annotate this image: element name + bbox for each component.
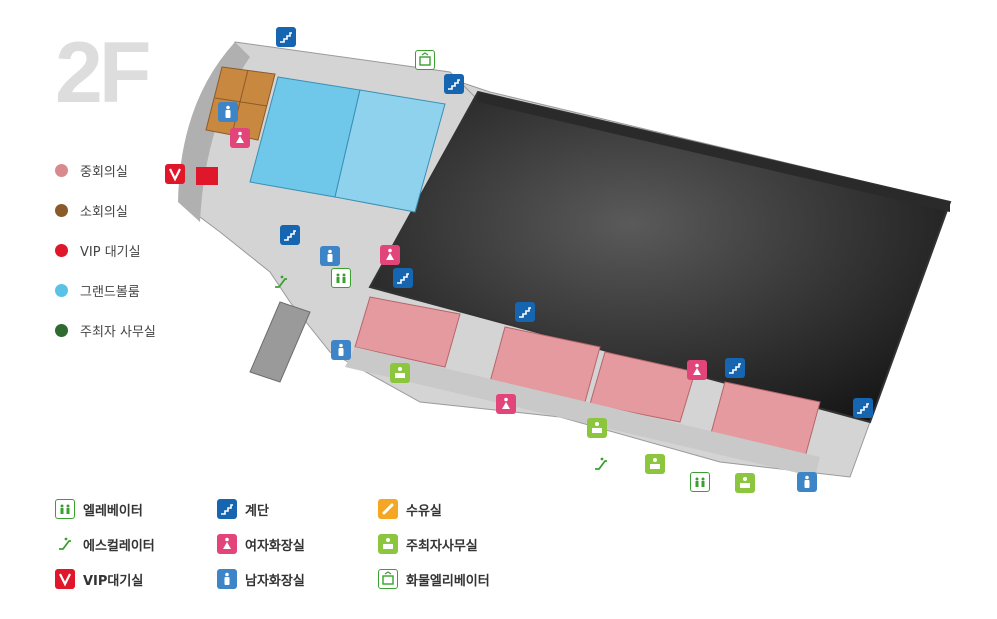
legend-label: 엘레베이터 [83,503,143,519]
legend-freight: 화물엘리베이터 [378,568,490,590]
escalator-icon [271,272,291,292]
men-restroom-icon [320,246,340,266]
organizer-office-icon [378,534,398,554]
women-restroom-icon [496,394,516,414]
meeting-room-3 [589,351,696,423]
legend-men: 남자화장실 [217,568,305,590]
freight-elevator-icon [378,569,398,589]
stairs-icon [444,74,464,94]
medium-meeting-dot [55,163,68,177]
women-restroom-icon [230,128,250,148]
escalator-icon [591,454,611,474]
vip-icon [55,569,75,589]
legend-label: 수유실 [406,503,442,519]
floor-label: 2F [55,25,151,121]
stairs-icon [725,358,745,378]
escalator-icon [55,534,75,554]
organizer-office-icon [645,454,665,474]
men-restroom-icon [217,569,237,589]
vip-icon [165,164,185,184]
men-restroom-icon [331,340,351,360]
women-restroom-icon [380,245,400,265]
escalator-ramp [249,301,311,383]
grand-ballroom-dot [55,283,68,297]
legend-label: 계단 [245,503,269,519]
legend-label: 주최자 사무실 [80,324,156,340]
room-legend: 중회의실 소회의실 VIP 대기실 그랜드볼룸 주최자 사무실 [55,160,156,360]
stairs-icon [853,398,873,418]
freight-elevator-icon [415,50,435,70]
legend-label: VIP 대기실 [80,244,141,260]
floor-plan-map [178,41,952,478]
legend-stairs: 계단 [217,498,269,520]
legend-escalator: 에스컬레이터 [55,533,155,555]
grand-ballroom-right [334,89,446,213]
stairs-icon [393,268,413,288]
legend-label: 남자화장실 [245,573,305,589]
legend-row-vip-lounge: VIP 대기실 [55,240,156,260]
legend-label: 그랜드볼룸 [80,284,140,300]
legend-row-grand-ballroom: 그랜드볼룸 [55,280,156,300]
stairs-icon [276,27,296,47]
women-restroom-icon [687,360,707,380]
organizer-office-icon [735,473,755,493]
legend-label: 여자화장실 [245,538,305,554]
legend-label: 화물엘리베이터 [406,573,490,589]
elevator-icon [55,499,75,519]
nursing-room-icon [378,499,398,519]
men-restroom-icon [797,472,817,492]
legend-label: 소회의실 [80,204,128,220]
legend-row-organizer-office: 주최자 사무실 [55,320,156,340]
women-restroom-icon [217,534,237,554]
legend-organizer: 주최자사무실 [378,533,478,555]
organizer-office-icon [587,418,607,438]
men-restroom-icon [218,102,238,122]
organizer-office-dot [55,323,68,337]
legend-nursing: 수유실 [378,498,442,520]
stairs-icon [280,225,300,245]
legend-elevator: 엘레베이터 [55,498,143,520]
legend-label: 주최자사무실 [406,538,478,554]
exhibition-hall-wall [478,92,950,212]
stairs-icon [515,302,535,322]
corridor [345,347,820,477]
legend-label: 중회의실 [80,164,128,180]
legend-label: VIP대기실 [83,573,144,589]
facility-legend: 엘레베이터 에스컬레이터 VIP대기실 계단 여자화장실 남자화장실 수유실 주… [55,496,575,596]
legend-row-medium-meeting: 중회의실 [55,160,156,180]
legend-label: 에스컬레이터 [83,538,155,554]
vip-room [196,167,218,185]
legend-women: 여자화장실 [217,533,305,555]
elevator-icon [331,268,351,288]
organizer-office-icon [390,363,410,383]
meeting-room-1 [354,296,461,368]
stairs-icon [217,499,237,519]
vip-lounge-dot [55,243,68,257]
legend-vip: VIP대기실 [55,568,143,590]
elevator-icon [690,472,710,492]
legend-row-small-meeting: 소회의실 [55,200,156,220]
small-meeting-dot [55,203,68,217]
